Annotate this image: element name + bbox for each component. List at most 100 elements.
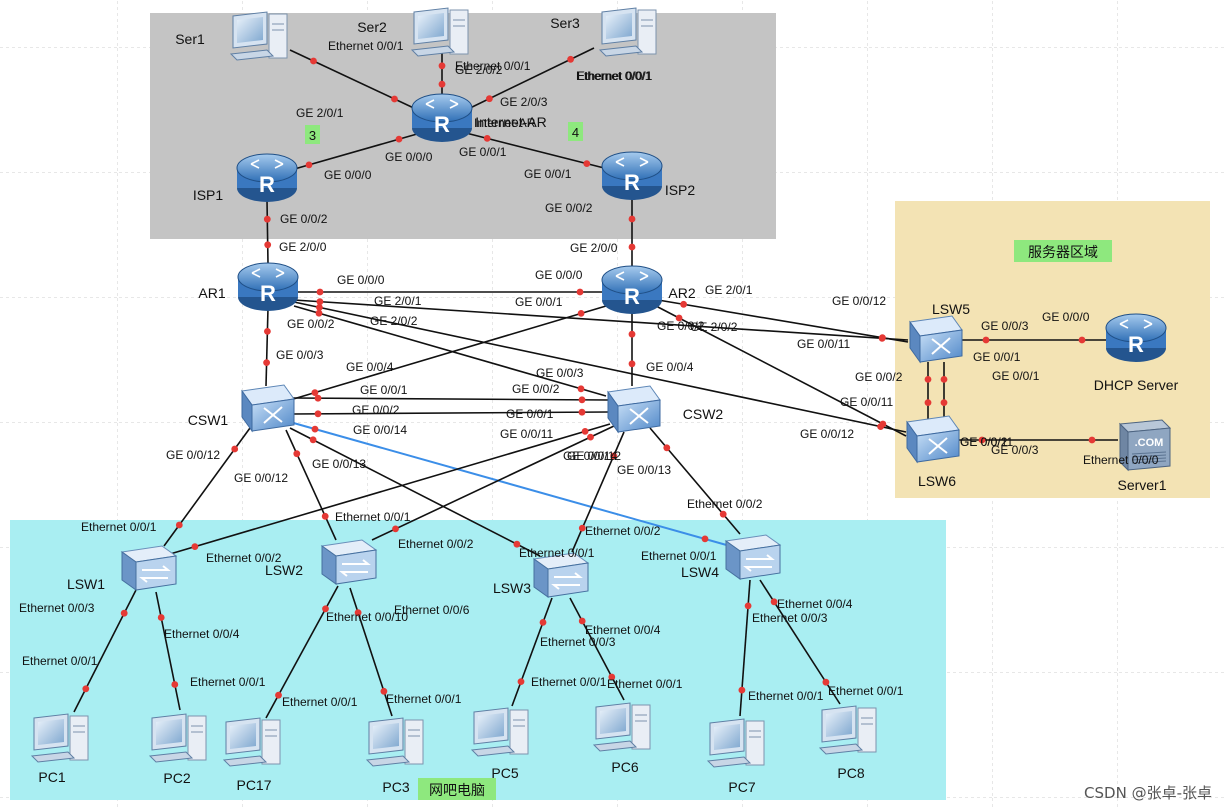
port-label: GE 0/0/0	[1042, 310, 1090, 324]
device-pc7[interactable]: PC7	[706, 718, 765, 795]
port-label: GE 0/0/0	[337, 273, 385, 287]
port-dot	[316, 298, 324, 306]
port-dot	[171, 681, 179, 688]
link-csw1-csw2	[291, 397, 609, 401]
port-dot	[314, 394, 322, 402]
pc-icon	[470, 707, 529, 757]
device-lsw4[interactable]: LSW4	[681, 534, 782, 580]
port-dot	[316, 304, 323, 311]
access-switch-icon	[724, 534, 782, 580]
pc-icon	[410, 7, 469, 57]
port-dot	[438, 62, 446, 70]
port-dot	[567, 55, 574, 63]
pc-icon	[365, 717, 424, 767]
port-label: GE 0/0/1	[524, 167, 572, 181]
port-label: GE 0/0/2	[280, 212, 328, 226]
device-label-csw2: CSW2	[683, 406, 724, 422]
port-label: Ethernet 0/0/1	[282, 695, 358, 709]
port-dot	[719, 510, 727, 518]
device-label-lsw5: LSW5	[932, 301, 970, 317]
port-dot	[157, 614, 165, 621]
svg-text:4: 4	[572, 125, 579, 140]
port-dots	[82, 55, 1096, 699]
lan-zone-label: 网吧电脑	[429, 783, 485, 799]
port-dot	[264, 328, 271, 335]
isp-tag-4: 4	[568, 122, 583, 141]
device-ser3[interactable]: Ser3	[550, 7, 657, 57]
device-label-lsw1: LSW1	[67, 576, 105, 592]
device-ser1[interactable]: Ser1	[175, 11, 288, 61]
device-lsw3[interactable]: LSW3	[493, 552, 590, 598]
port-dot	[879, 420, 887, 428]
port-label: Ethernet 0/0/2	[585, 524, 661, 538]
port-dot	[231, 445, 239, 453]
device-csw2[interactable]: CSW2	[607, 385, 724, 434]
port-dot	[1088, 436, 1096, 444]
port-dot	[305, 161, 313, 169]
port-dot	[770, 598, 778, 606]
port-label: Ethernet 0/0/2	[687, 497, 763, 511]
port-dot	[581, 428, 589, 435]
device-pc6[interactable]: PC6	[592, 702, 651, 775]
device-csw1[interactable]: CSW1	[188, 384, 295, 433]
device-label-csw1: CSW1	[188, 412, 229, 428]
port-label: Ethernet 0/0/2	[206, 551, 282, 565]
pc-icon	[706, 718, 765, 768]
device-ser2[interactable]: Ser2	[357, 7, 469, 57]
port-label: GE 0/0/3	[991, 443, 1039, 457]
port-label: GE 2/0/0	[570, 241, 618, 255]
port-dot	[316, 288, 324, 296]
port-label: Ethernet 0/0/1	[577, 69, 653, 83]
port-label: Internet-AR	[474, 116, 536, 130]
device-lsw6[interactable]: LSW6	[906, 415, 960, 489]
port-dot	[486, 95, 493, 103]
port-label: GE 0/0/2	[545, 201, 593, 215]
port-dot	[539, 619, 547, 626]
port-label: Ethernet 0/0/4	[164, 627, 240, 641]
device-lsw1[interactable]: LSW1	[67, 545, 178, 592]
port-dot	[315, 309, 323, 317]
device-pc5[interactable]: PC5	[470, 707, 529, 781]
port-label: GE 0/0/12	[567, 449, 621, 463]
link-ar1-lsw5	[293, 299, 909, 341]
port-dot	[822, 678, 830, 686]
device-pc1[interactable]: PC1	[30, 713, 89, 785]
link-lsw3-pc6	[569, 597, 625, 701]
pc-icon	[30, 713, 89, 763]
device-lsw5[interactable]: LSW5	[909, 301, 970, 364]
device-label-lsw3: LSW3	[493, 580, 531, 596]
port-dot	[610, 452, 618, 460]
port-label: GE 2/0/3	[500, 95, 548, 109]
device-pc2[interactable]: PC2	[148, 713, 207, 786]
port-dot	[940, 376, 948, 383]
device-label-lsw2: LSW2	[265, 562, 303, 578]
port-dot	[982, 336, 990, 344]
port-label: Ethernet 0/0/6	[394, 603, 470, 617]
link-csw1-lsw3	[289, 427, 541, 557]
port-dot	[310, 57, 317, 65]
device-pc8[interactable]: PC8	[818, 705, 877, 781]
device-label-pc5: PC5	[491, 765, 518, 781]
link-csw1-csw2	[291, 411, 609, 415]
port-label: Ethernet 0/0/10	[326, 610, 408, 624]
port-label: GE 0/0/2	[512, 382, 560, 396]
link-lsw3-pc5	[511, 597, 553, 707]
port-label: GE 2/0/1	[374, 294, 422, 308]
port-label: GE 0/0/12	[234, 471, 288, 485]
link-lsw2-pc3	[349, 587, 393, 717]
svg-text:R: R	[1128, 332, 1144, 357]
device-label-lsw6: LSW6	[918, 473, 956, 489]
device-lsw2[interactable]: LSW2	[265, 539, 378, 585]
device-pc3[interactable]: PC3	[365, 717, 424, 795]
port-label: GE 0/0/2	[657, 319, 705, 333]
port-label: Ethernet 0/0/4	[777, 597, 853, 611]
device-pc17[interactable]: PC17	[222, 717, 281, 793]
